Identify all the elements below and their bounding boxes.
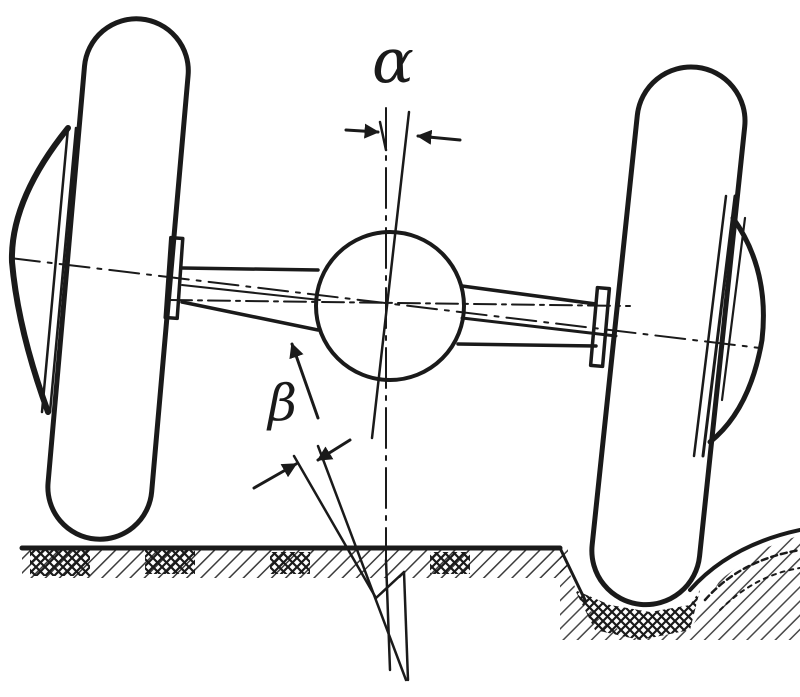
right-half-axle (456, 284, 618, 348)
differential-housing (314, 230, 466, 382)
ground-surface (19, 528, 800, 640)
left-wheel (45, 16, 191, 542)
label-beta: β (268, 374, 297, 432)
right-hub (588, 285, 612, 369)
tilted-axis-line (370, 110, 411, 440)
angle-alpha-indicator (344, 120, 462, 152)
angle-beta-indicator (252, 342, 410, 682)
label-alpha: α (372, 24, 414, 97)
vertical-reference-line (384, 107, 392, 672)
left-half-axle (180, 266, 321, 332)
right-hub-cap (692, 194, 766, 458)
left-hub-cap (8, 125, 78, 415)
